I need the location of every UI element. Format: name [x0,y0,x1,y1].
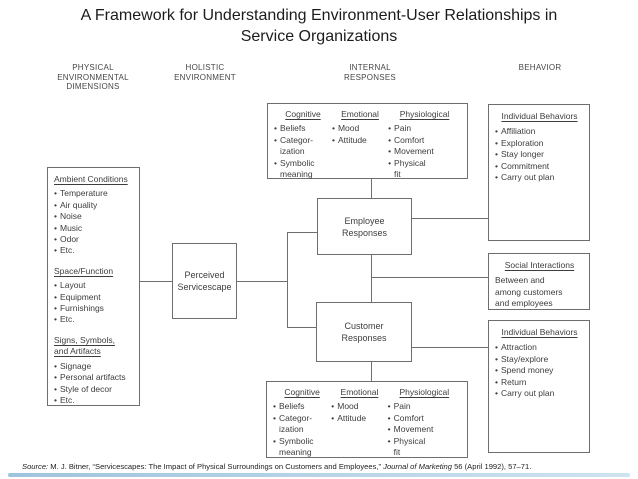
list-item: Spend money [495,365,584,376]
list-item: Carry out plan [495,388,584,399]
individual-behaviors-top-box: Individual Behaviors Affiliation Explora… [488,104,590,241]
connector-junction-to-employee [287,232,317,233]
individual-behaviors-heading: Individual Behaviors [501,327,578,337]
list-item: Layout [54,280,134,291]
ambient-conditions-section: Ambient Conditions Temperature Air quali… [54,174,134,257]
list-item: Personal artifacts [54,372,134,383]
list-item: Noise [54,211,134,222]
list-item: Commitment [495,161,584,172]
column-header-behavior: BEHAVIOR [518,63,562,72]
title-line-1: A Framework for Understanding Environmen… [80,7,558,24]
source-text: M. J. Bitner, “Servicescapes: The Impact… [48,462,384,471]
list-item: Etc. [54,395,134,406]
list-item: Symbolic meaning [274,158,332,181]
list-item: Exploration [495,138,584,149]
cognitive-column: Cognitive Beliefs Categor- ization Symbo… [274,109,332,181]
customer-responses-box: Customer Responses [316,302,412,362]
bottom-accent-bar [8,473,630,477]
connector-employee-to-behaviors [412,218,488,219]
individual-behaviors-heading: Individual Behaviors [501,111,578,121]
list-item: Beliefs [273,401,331,412]
list-item: Etc. [54,245,134,256]
list-item: Signage [54,361,134,372]
cognitive-heading: Cognitive [285,109,321,119]
list-item: Odor [54,234,134,245]
physiological-column: Physiological Pain Comfort Movement Phys… [388,109,461,181]
emotional-column: Emotional Mood Attitude [331,387,387,457]
social-interactions-body: Between and among customers and employee… [495,275,563,309]
connector-customer-to-behaviors [412,347,488,348]
emotional-heading: Emotional [341,109,379,119]
dimensions-box: Ambient Conditions Temperature Air quali… [47,167,140,406]
list-item: Movement [388,146,461,157]
connector-perceived-to-junction [237,281,287,282]
signs-symbols-heading: Signs, Symbols, and Artifacts [54,334,115,357]
list-item: Music [54,223,134,234]
list-item: Affiliation [495,126,584,137]
list-item: Mood [332,123,388,134]
connector-to-social-interactions [371,277,488,278]
list-item: Attitude [331,413,387,424]
physiological-column: Physiological Pain Comfort Movement Phys… [388,387,461,457]
list-item: Symbolic meaning [273,436,331,459]
physiological-heading: Physiological [399,387,450,397]
connector-internaltop-to-employee [371,178,372,198]
list-item: Return [495,377,584,388]
list-item: Attitude [332,135,388,146]
connector-customer-to-internalbottom [371,362,372,381]
list-item: Comfort [388,413,461,424]
title-line-2: Service Organizations [240,28,398,45]
internal-responses-top-box: Cognitive Beliefs Categor- ization Symbo… [267,103,468,179]
list-item: Equipment [54,292,134,303]
page-title: A Framework for Understanding Environmen… [0,5,638,47]
cognitive-column: Cognitive Beliefs Categor- ization Symbo… [273,387,331,457]
list-item: Beliefs [274,123,332,134]
list-item: Temperature [54,188,134,199]
list-item: Physical fit [388,158,461,181]
source-citation: Source: M. J. Bitner, “Servicescapes: Th… [22,462,622,472]
connector-junction-to-customer [287,327,316,328]
list-item: Pain [388,401,461,412]
connector-employee-to-customer [371,255,372,302]
individual-behaviors-bottom-box: Individual Behaviors Attraction Stay/exp… [488,320,590,453]
space-function-heading: Space/Function [54,265,114,276]
connector-junction-vertical [287,232,288,328]
list-item: Categor- ization [274,135,332,158]
list-item: Categor- ization [273,413,331,436]
list-item: Style of decor [54,384,134,395]
cognitive-heading: Cognitive [284,387,320,397]
perceived-servicescape-box: Perceived Servicescape [172,243,237,319]
list-item: Stay/explore [495,354,584,365]
signs-symbols-section: Signs, Symbols, and Artifacts Signage Pe… [54,335,134,406]
list-item: Stay longer [495,149,584,160]
list-item: Movement [388,424,461,435]
emotional-heading: Emotional [340,387,379,397]
list-item: Mood [331,401,387,412]
source-journal-name: Journal of Marketing [383,462,452,471]
list-item: Attraction [495,342,584,353]
list-item: Pain [388,123,461,134]
internal-responses-bottom-box: Cognitive Beliefs Categor- ization Symbo… [266,381,468,458]
source-text-tail: 56 (April 1992), 57–71. [451,462,532,471]
list-item: Air quality [54,200,134,211]
column-header-internal-responses: INTERNAL RESPONSES [343,63,397,82]
social-interactions-box: Social Interactions Between and among cu… [488,253,590,310]
connector-dimensions-to-perceived [140,281,172,282]
column-header-physical-environmental-dimensions: PHYSICAL ENVIRONMENTAL DIMENSIONS [57,63,129,91]
list-item: Carry out plan [495,172,584,183]
source-label: Source: [22,462,49,471]
ambient-conditions-heading: Ambient Conditions [54,174,128,184]
space-function-section: Space/Function Layout Equipment Furnishi… [54,266,134,326]
list-item: Physical fit [388,436,461,459]
list-item: Etc. [54,314,134,325]
social-interactions-heading: Social Interactions [504,260,575,270]
emotional-column: Emotional Mood Attitude [332,109,388,178]
list-item: Furnishings [54,303,134,314]
list-item: Comfort [388,135,461,146]
employee-responses-box: Employee Responses [317,198,412,255]
column-header-holistic-environment: HOLISTIC ENVIRONMENT [174,63,236,82]
physiological-heading: Physiological [399,109,450,119]
